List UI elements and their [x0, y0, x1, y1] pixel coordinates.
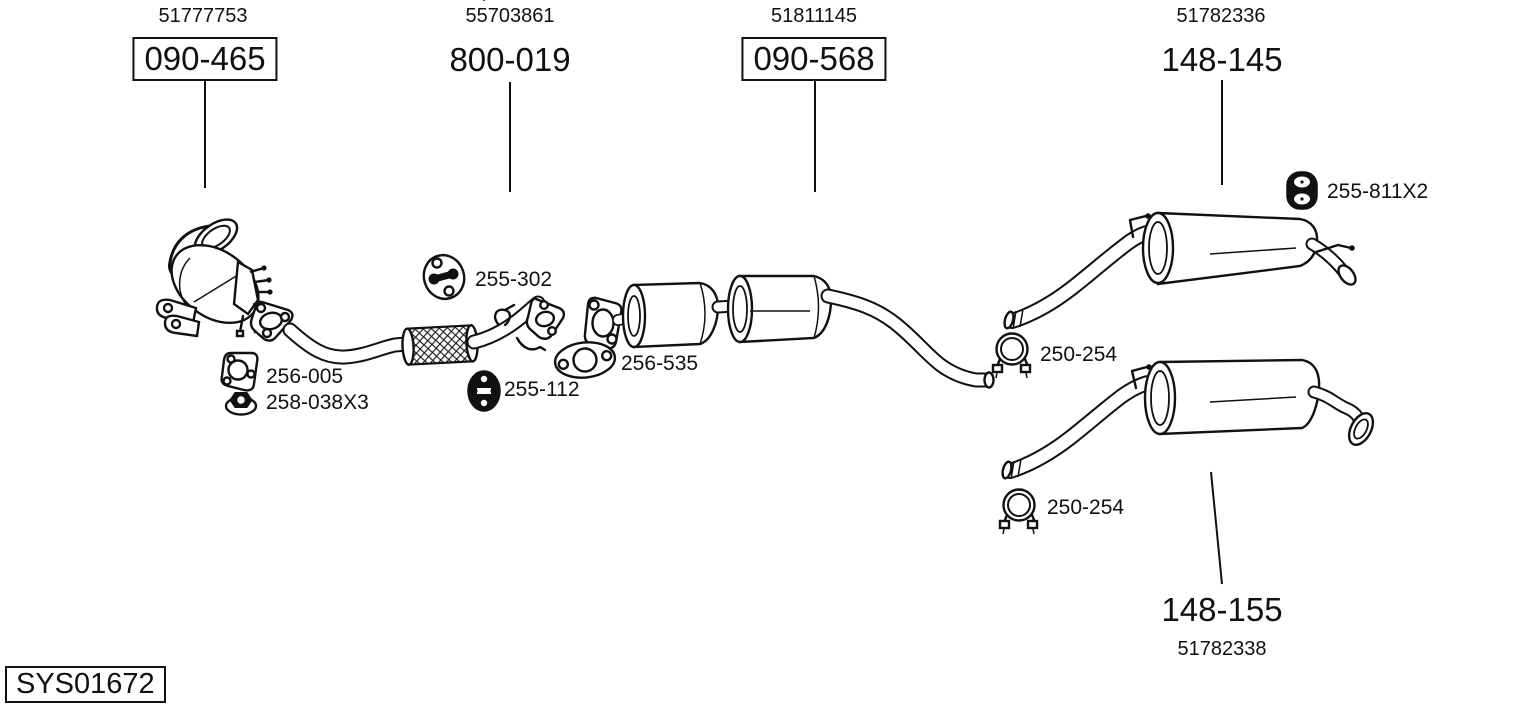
oval-gasket-icon [553, 341, 617, 379]
callout-nut-catalyst[interactable]: 258-038X3 [266, 391, 369, 414]
part-number-catalyst[interactable]: 090-465 [132, 37, 278, 81]
callout-clamp-upper[interactable]: 250-254 [1040, 343, 1118, 366]
flange-nut-icon [224, 392, 258, 416]
oem-number-catalyst: 51777753 [158, 5, 248, 27]
oem-number-centre: 51811145 [770, 5, 858, 27]
part-number-centre[interactable]: 090-568 [741, 37, 887, 81]
front-pipe-drawing [249, 295, 566, 366]
hanger-bracket-dark-icon [1286, 171, 1318, 210]
callout-gasket-catalyst[interactable]: 256-005 [266, 365, 344, 388]
part-number-rear-lower[interactable]: 148-155 [1161, 591, 1283, 628]
callout-hanger-front-lower[interactable]: 255-112 [504, 378, 580, 401]
oem-number-front-pipe: 55703861 [465, 5, 555, 27]
pipe-clamp-upper-icon [991, 332, 1032, 379]
callout-clamp-lower[interactable]: 250-254 [1047, 496, 1125, 519]
oem-number-rear-upper: 51782336 [1176, 5, 1266, 27]
rubber-hanger-icon [422, 253, 466, 301]
callout-hanger-front-pipe[interactable]: 255-302 [475, 268, 553, 291]
system-id-badge: SYS01672 [5, 666, 166, 703]
rubber-hanger-dark-icon [467, 0, 501, 412]
rear-silencer-lower-drawing [1001, 358, 1375, 480]
rear-silencer-upper-drawing [1003, 211, 1357, 330]
pipe-clamp-lower-icon [998, 488, 1039, 535]
part-number-front-pipe[interactable]: 800-019 [449, 41, 571, 78]
callout-gasket-centre[interactable]: 256-535 [621, 352, 699, 375]
oem-number-rear-lower: 51782338 [1177, 638, 1267, 660]
triangular-gasket-icon [220, 351, 259, 392]
centre-silencer-drawing [583, 274, 995, 389]
callout-hanger-rear[interactable]: 255-811X2 [1327, 180, 1429, 203]
part-number-rear-upper[interactable]: 148-145 [1161, 41, 1283, 78]
catalytic-converter-drawing [155, 218, 273, 338]
leader-lines [204, 80, 1223, 585]
